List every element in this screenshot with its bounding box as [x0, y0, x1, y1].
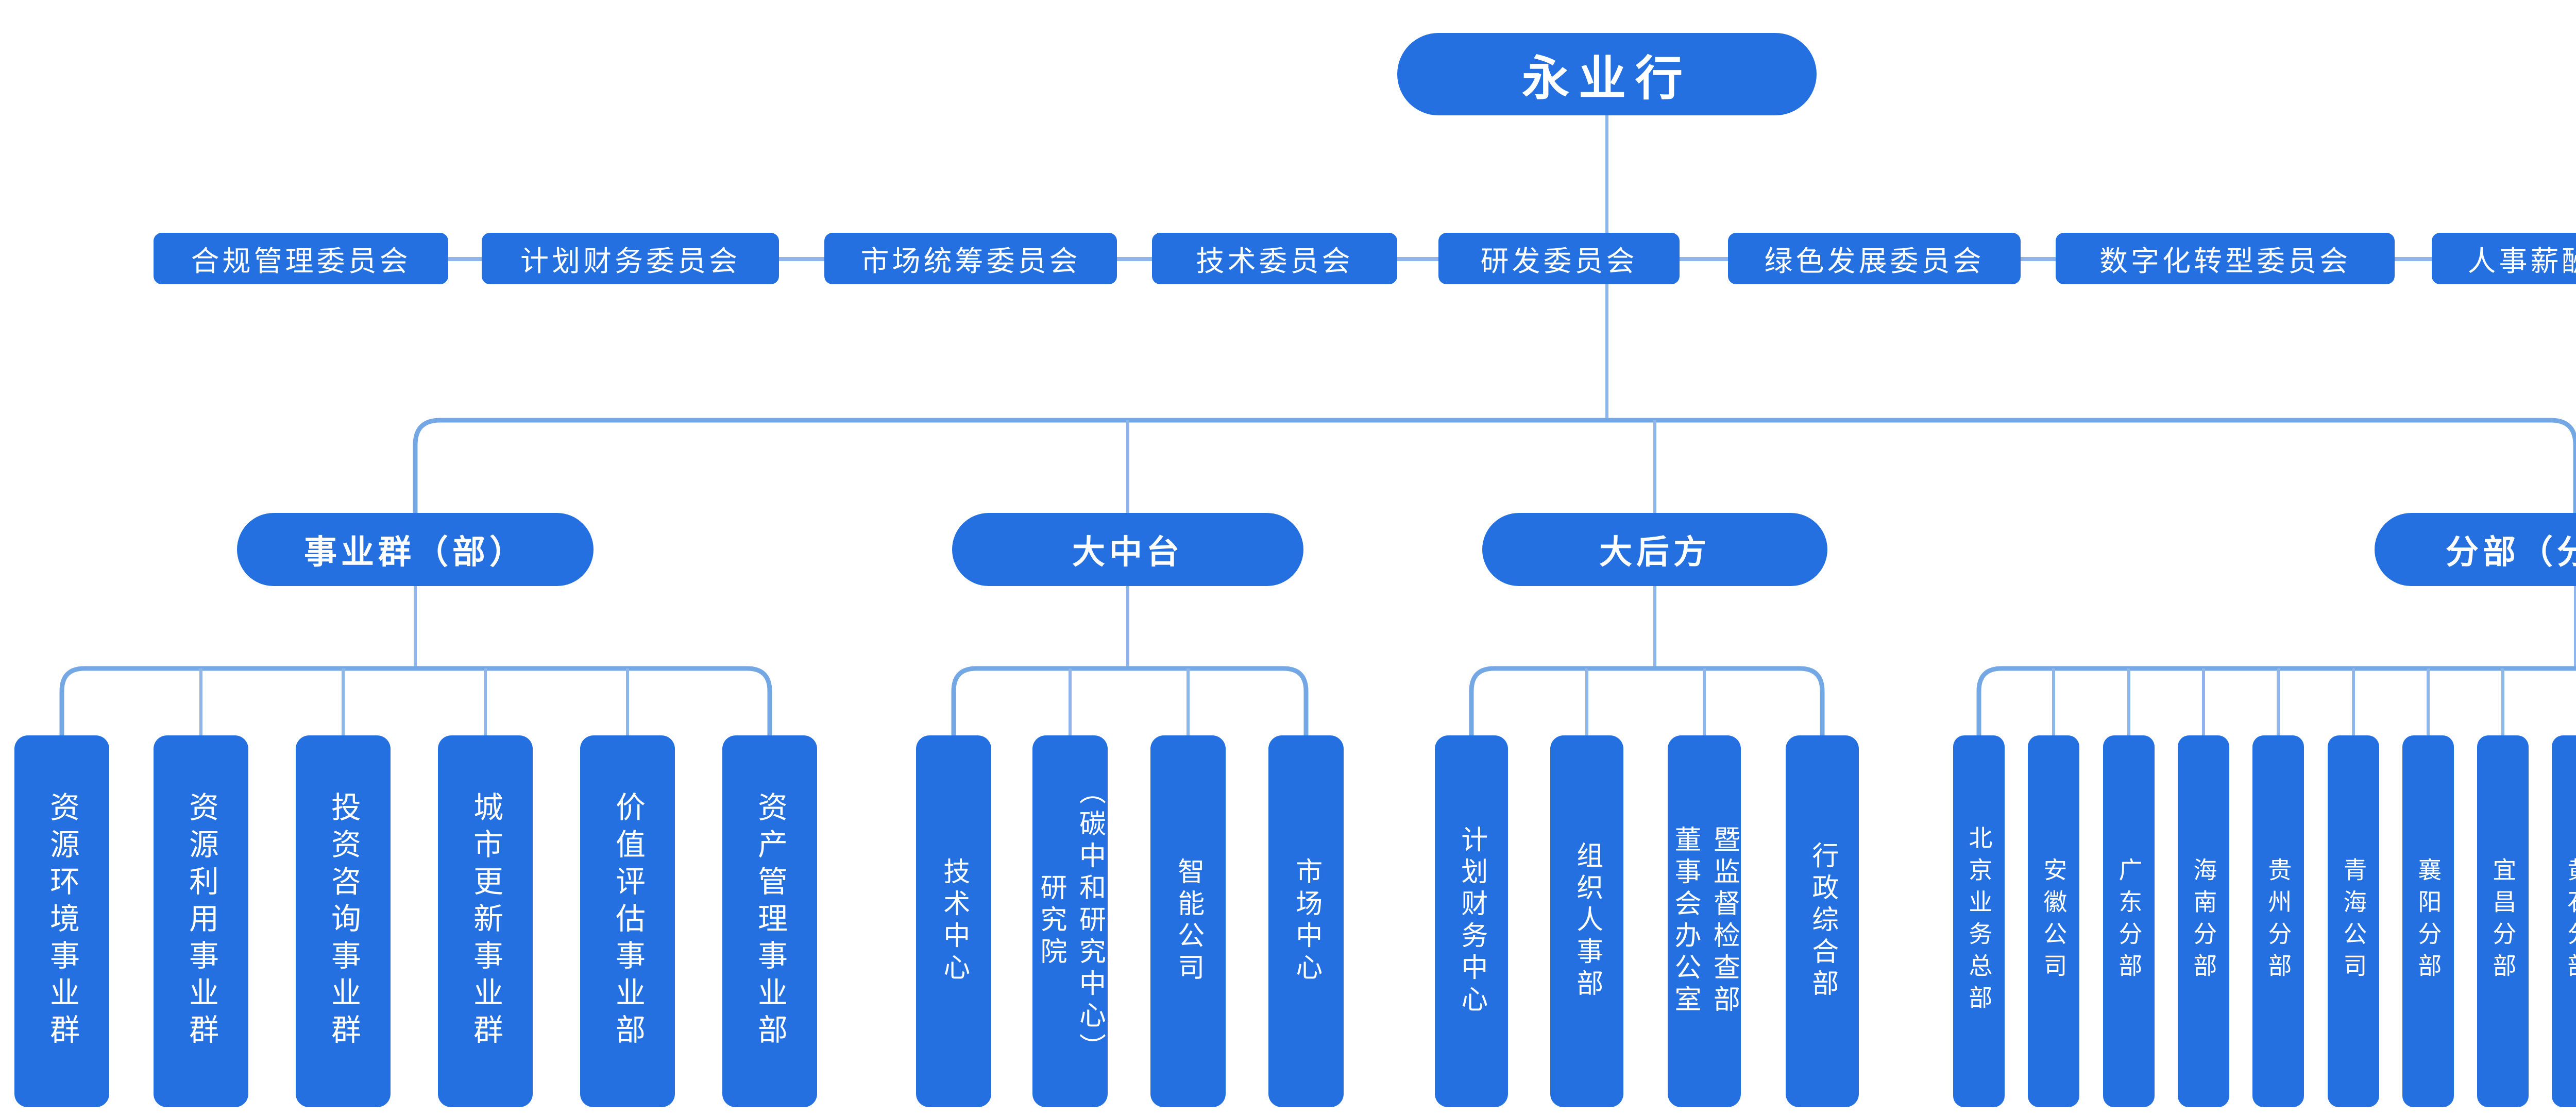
connector [1469, 666, 1825, 735]
child-node-0-2: 投资咨询事业群 [296, 735, 391, 1107]
child-node-0-2-label: 投资咨询事业群 [327, 792, 361, 1051]
child-node-3-6-label: 襄阳分部 [2415, 857, 2442, 985]
child-node-3-4: 贵州分部 [2252, 735, 2304, 1107]
child-node-3-3-label: 海南分部 [2190, 857, 2217, 985]
committee-node-3: 技术委员会 [1152, 233, 1397, 284]
committee-node-6: 数字化转型委员会 [2056, 233, 2395, 284]
child-node-3-7: 宜昌分部 [2477, 735, 2529, 1107]
child-node-1-1-label: 研究院 （碳中和研究中心） [1036, 778, 1105, 1065]
child-node-0-1-label: 资源利用事业群 [184, 792, 218, 1051]
group-pill-0: 事业群（部） [237, 513, 594, 586]
connector [951, 666, 1309, 735]
child-node-1-2: 智能公司 [1150, 735, 1226, 1107]
committee-node-7: 人事薪酬委员会 [2432, 233, 2576, 284]
child-node-2-2-label: 董事会办公室 暨监督检查部 [1670, 826, 1739, 1017]
child-node-0-1: 资源利用事业群 [154, 735, 248, 1107]
child-node-3-2-label: 广东分部 [2115, 857, 2143, 985]
child-node-3-1-label: 安徽公司 [2040, 857, 2067, 985]
connector [1976, 666, 2576, 735]
child-node-2-3: 行政综合部 [1786, 735, 1859, 1107]
child-node-0-3-label: 城市更新事业群 [469, 792, 503, 1051]
committee-node-4: 研发委员会 [1438, 233, 1680, 284]
child-node-3-8-label: 黄石分部 [2564, 857, 2576, 985]
child-node-3-7-label: 宜昌分部 [2489, 857, 2517, 985]
child-node-0-0: 资源环境事业群 [14, 735, 109, 1107]
child-node-0-5: 资产管理事业部 [722, 735, 817, 1107]
child-node-0-4: 价值评估事业部 [580, 735, 675, 1107]
child-node-3-8: 黄石分部 [2552, 735, 2576, 1107]
child-node-0-5-label: 资产管理事业部 [753, 792, 787, 1051]
child-node-2-1: 组织人事部 [1550, 735, 1623, 1107]
child-node-3-2: 广东分部 [2103, 735, 2155, 1107]
child-node-3-0-label: 北京业务总部 [1965, 826, 1993, 1017]
group-pill-1: 大中台 [952, 513, 1303, 586]
child-node-2-1-label: 组织人事部 [1572, 841, 1602, 1001]
connector [59, 666, 772, 735]
committee-node-1: 计划财务委员会 [482, 233, 779, 284]
child-node-2-0-label: 计划财务中心 [1456, 826, 1487, 1017]
org-root-node: 永业行 [1397, 33, 1817, 115]
child-node-1-0-label: 技术中心 [939, 857, 969, 985]
child-node-1-3: 市场中心 [1268, 735, 1344, 1107]
child-node-3-3: 海南分部 [2178, 735, 2229, 1107]
child-node-3-1: 安徽公司 [2028, 735, 2079, 1107]
committee-node-0: 合规管理委员会 [154, 233, 448, 284]
child-node-3-5-label: 青海公司 [2340, 857, 2367, 985]
child-node-0-4-label: 价值评估事业部 [611, 792, 645, 1051]
connector [413, 418, 2576, 513]
group-pill-2: 大后方 [1482, 513, 1827, 586]
child-node-2-3-label: 行政综合部 [1807, 841, 1838, 1001]
child-node-1-0: 技术中心 [916, 735, 991, 1107]
child-node-0-0-label: 资源环境事业群 [45, 792, 79, 1051]
child-node-1-3-label: 市场中心 [1291, 857, 1321, 985]
group-pill-3: 分部（分公司） [2375, 513, 2576, 586]
child-node-2-2: 董事会办公室 暨监督检查部 [1668, 735, 1741, 1107]
child-node-1-1: 研究院 （碳中和研究中心） [1032, 735, 1108, 1107]
committee-node-5: 绿色发展委员会 [1728, 233, 2021, 284]
committee-node-2: 市场统筹委员会 [824, 233, 1117, 284]
child-node-1-2-label: 智能公司 [1173, 857, 1204, 985]
child-node-3-5: 青海公司 [2328, 735, 2379, 1107]
child-node-0-3: 城市更新事业群 [438, 735, 533, 1107]
child-node-3-6: 襄阳分部 [2402, 735, 2454, 1107]
child-node-2-0: 计划财务中心 [1435, 735, 1508, 1107]
child-node-3-0: 北京业务总部 [1953, 735, 2005, 1107]
child-node-3-4-label: 贵州分部 [2265, 857, 2292, 985]
